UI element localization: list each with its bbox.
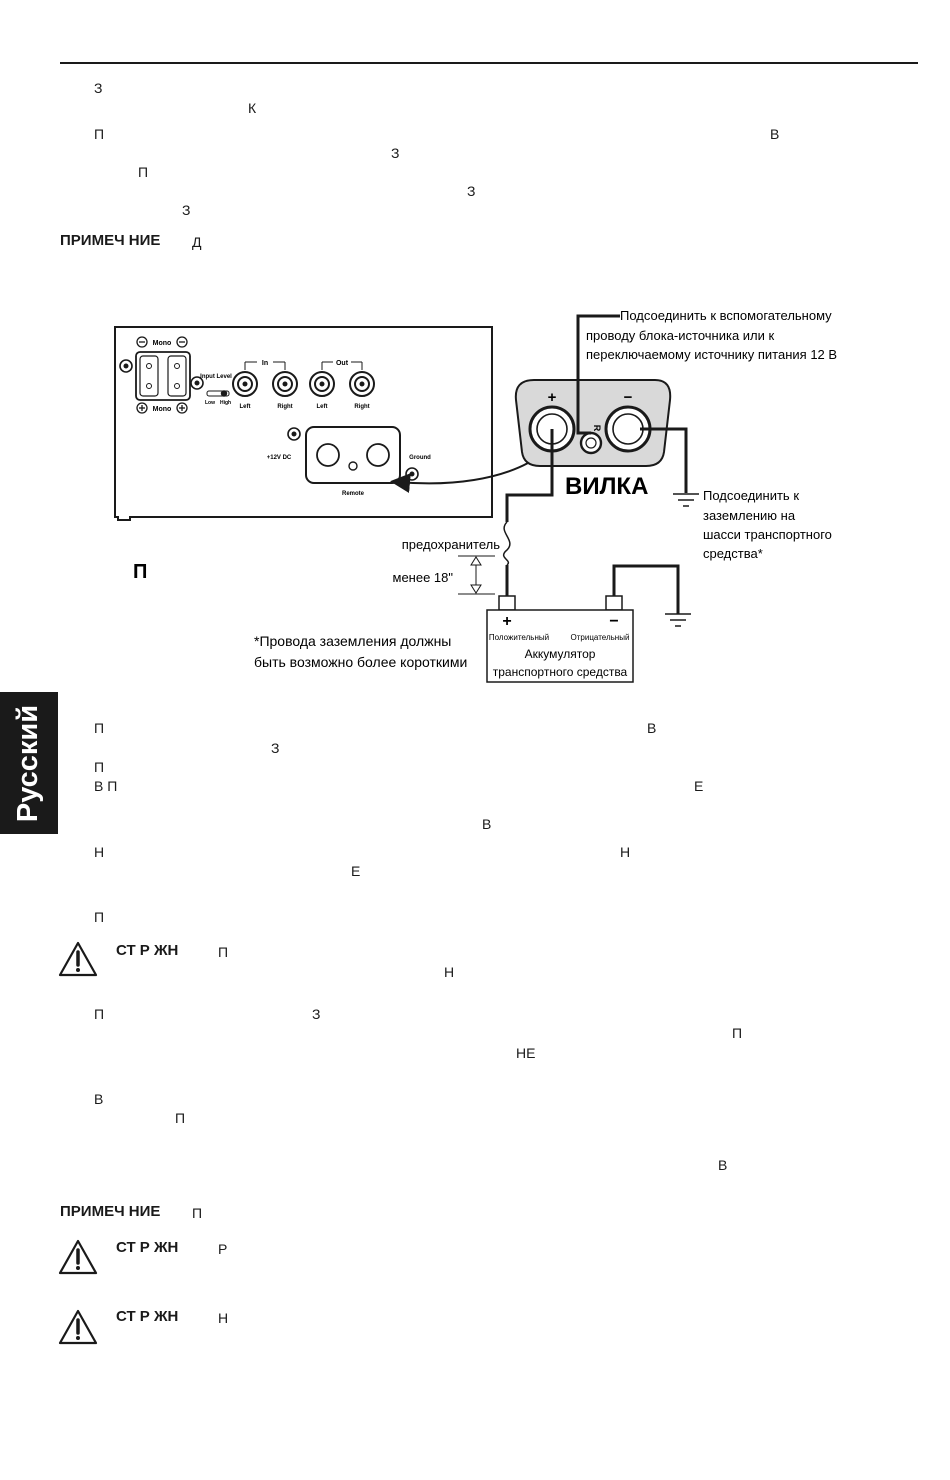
plug-name: ВИЛКА xyxy=(565,473,648,500)
ground-symbol-icon xyxy=(665,613,691,627)
input-label: Input Level xyxy=(200,374,232,380)
rca-jack xyxy=(272,371,298,397)
battery-plus: + xyxy=(502,613,511,630)
warning-text: П xyxy=(218,944,229,960)
battery-minus: − xyxy=(609,613,618,630)
text-fragment: Н xyxy=(94,844,105,860)
right-label: Right xyxy=(354,404,369,410)
text-fragment: Н xyxy=(620,844,631,860)
text-fragment: НЕ xyxy=(516,1045,536,1061)
mono-top-label: Mono xyxy=(153,340,172,347)
ground-symbol-icon xyxy=(673,493,699,507)
warning-triangle-icon xyxy=(58,1309,98,1345)
rca-jack xyxy=(349,371,375,397)
in-label: In xyxy=(262,360,268,367)
ground-note: заземлению на xyxy=(703,508,796,523)
battery-name: транспортного средства xyxy=(493,665,628,679)
plug-to-socket-arrow xyxy=(390,462,529,494)
battery: + − Положительный Отрицательный Аккумуля… xyxy=(486,595,634,683)
low-label: Low xyxy=(205,400,215,406)
rca-jack xyxy=(309,371,335,397)
ground-wires-note: *Провода заземления должны xyxy=(254,633,451,649)
note-label: ПРИМЕЧ НИЕ xyxy=(60,232,161,249)
text-fragment: П xyxy=(138,164,149,180)
note-text: Д xyxy=(192,234,202,250)
text-fragment: П xyxy=(94,126,105,142)
distance-label: менее 18" xyxy=(393,570,454,585)
rca-jack xyxy=(232,371,258,397)
right-label: Right xyxy=(277,404,292,410)
mono-bottom-label: Mono xyxy=(153,406,172,413)
battery-pos-label: Положительный xyxy=(489,633,549,642)
ground-wires-note: быть возможно более короткими xyxy=(254,654,467,670)
text-fragment: П xyxy=(732,1025,743,1041)
plug-r: R xyxy=(592,425,602,432)
text-fragment: К xyxy=(248,100,257,116)
remote-note: проводу блока-источника или к xyxy=(586,328,775,343)
text-fragment: З xyxy=(391,145,400,161)
wiring-diagram: Mono Mono Input Level Low High In Left R xyxy=(114,308,837,683)
text-fragment: З xyxy=(312,1006,321,1022)
top-rule xyxy=(60,62,918,64)
ground-note: Подсоединить к xyxy=(703,488,799,503)
text-fragment: В xyxy=(647,720,657,736)
plug-minus: − xyxy=(624,389,633,406)
high-label: High xyxy=(220,400,231,406)
warning-label: СТ Р ЖН xyxy=(116,942,179,959)
text-fragment: З xyxy=(94,80,103,96)
fuse-icon xyxy=(502,521,511,566)
text-fragment: Е xyxy=(694,778,704,794)
ground-note: средства* xyxy=(703,546,763,561)
plug-plus: + xyxy=(548,389,557,406)
battery-neg-label: Отрицательный xyxy=(571,633,630,642)
plug-connector: + − R xyxy=(514,379,672,467)
text-fragment: П xyxy=(94,720,105,736)
text-fragment: Е xyxy=(351,863,361,879)
ground-note: шасси транспортного xyxy=(703,527,832,542)
warning-label: СТ Р ЖН xyxy=(116,1308,179,1325)
remote-label: Remote xyxy=(342,491,365,497)
text-fragment: П xyxy=(94,759,105,775)
battery-name: Аккумулятор xyxy=(525,647,596,661)
fuse-label: предохранитель xyxy=(402,537,500,552)
remote-note: переключаемому источнику питания 12 В xyxy=(586,347,837,362)
v12-label: +12V DC xyxy=(267,455,292,461)
out-label: Out xyxy=(336,360,349,367)
warning-text: Р xyxy=(218,1241,228,1257)
warning-triangle-icon xyxy=(58,1239,98,1275)
text-fragment: В xyxy=(94,1091,104,1107)
warning-label: СТ Р ЖН xyxy=(116,1239,179,1256)
warning-text: Н xyxy=(444,964,455,980)
remote-note: Подсоединить к вспомогательному xyxy=(620,308,832,323)
text-fragment: З xyxy=(467,183,476,199)
figure-label: П xyxy=(133,561,147,583)
warning-triangle-icon xyxy=(58,941,98,977)
text-fragment: В xyxy=(482,816,492,832)
language-tab-label: Русский xyxy=(12,704,45,822)
left-label: Left xyxy=(317,404,328,410)
text-fragment: З xyxy=(271,740,280,756)
note-text: П xyxy=(192,1205,203,1221)
note-label: ПРИМЕЧ НИЕ xyxy=(60,1203,161,1220)
text-fragment: П xyxy=(175,1110,186,1126)
amplifier-panel: Mono Mono Input Level Low High In Left R xyxy=(114,326,493,521)
text-fragment: В xyxy=(718,1157,728,1173)
text-fragment: П xyxy=(94,1006,105,1022)
language-tab: Русский xyxy=(0,692,58,834)
text-fragment: П xyxy=(94,909,105,925)
left-label: Left xyxy=(240,404,251,410)
warning-text: Н xyxy=(218,1310,229,1326)
text-fragment: В xyxy=(770,126,780,142)
text-fragment: В П xyxy=(94,778,118,794)
ground-label: Ground xyxy=(409,455,431,461)
text-fragment: З xyxy=(182,202,191,218)
